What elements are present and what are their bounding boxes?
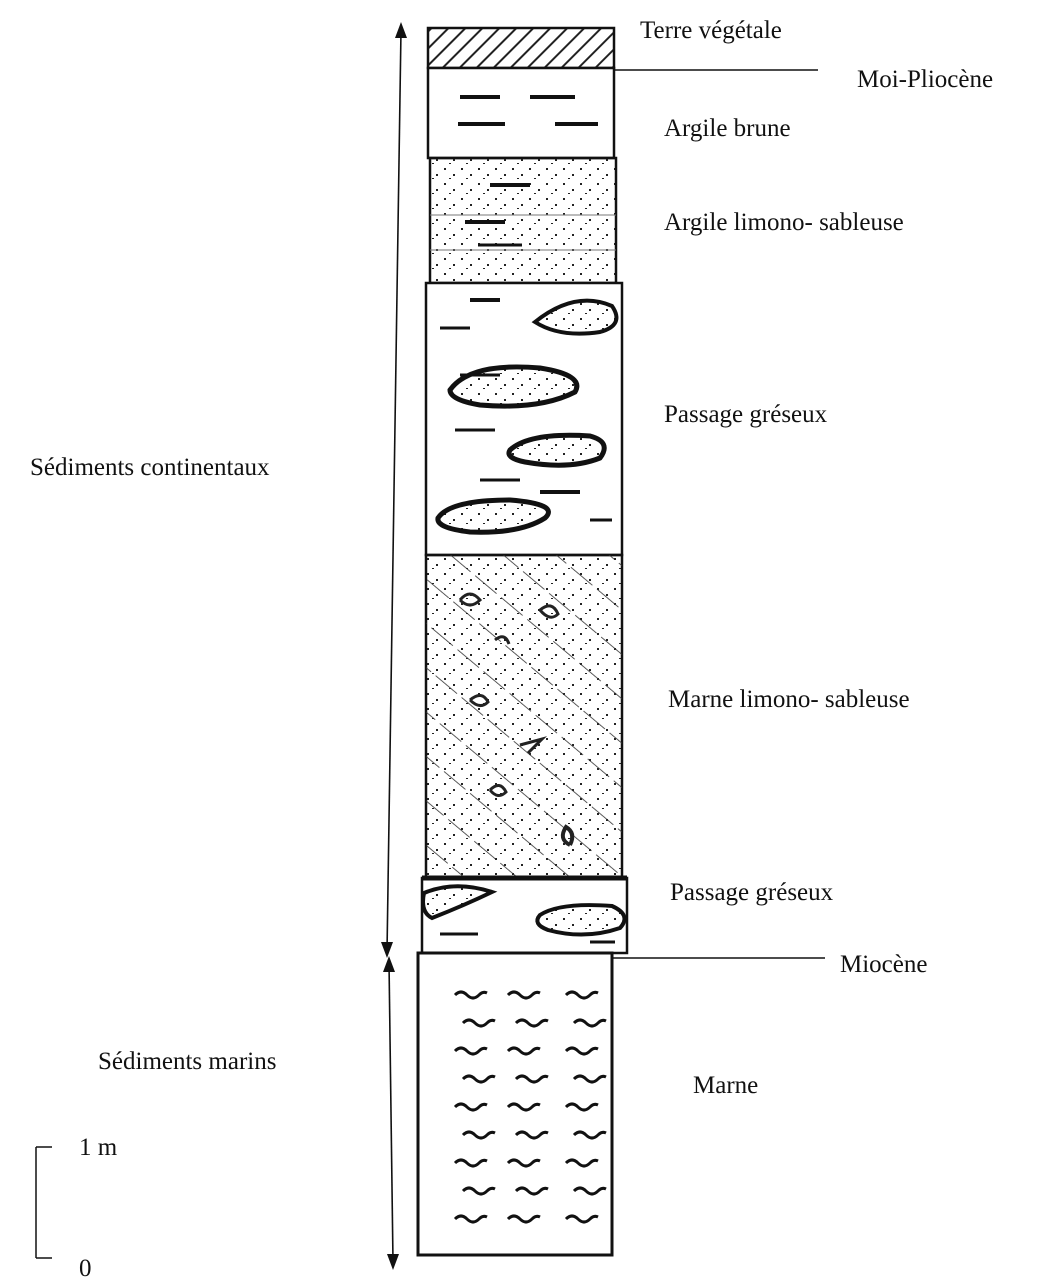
label-marne: Marne	[693, 1073, 758, 1098]
sandstone-lens	[537, 905, 624, 934]
layer-marne	[418, 953, 612, 1255]
label-sediments-continentaux: Sédiments continentaux	[30, 455, 270, 480]
label-passage-greseux-2: Passage gréseux	[670, 880, 833, 905]
scale-label-bottom: 0	[79, 1256, 92, 1281]
layer-argile-limono-sableuse	[430, 158, 616, 283]
marine-extent-arrow	[383, 956, 399, 1270]
sandstone-lens	[450, 367, 577, 406]
label-moi-pliocene: Moi-Pliocène	[857, 67, 993, 92]
label-passage-greseux-1: Passage gréseux	[664, 402, 827, 427]
scale-bar	[36, 1147, 52, 1258]
layer-passage-greseux-2	[422, 878, 627, 953]
label-terre-vegetale: Terre végétale	[640, 18, 782, 43]
layer-marne-limono-sableuse	[426, 555, 622, 880]
continental-extent-arrow	[381, 22, 407, 958]
scale-label-top: 1 m	[79, 1135, 117, 1160]
layer-argile-brune	[428, 68, 614, 158]
label-argile-brune: Argile brune	[664, 116, 791, 141]
layer-passage-greseux-1	[426, 283, 622, 555]
label-miocene: Miocène	[840, 952, 927, 977]
label-sediments-marins: Sédiments marins	[98, 1049, 276, 1074]
sandstone-lens	[509, 435, 604, 465]
layer-terre-vegetale	[428, 28, 614, 68]
label-marne-limono-sableuse: Marne limono- sableuse	[668, 687, 910, 712]
label-argile-limono-sableuse: Argile limono- sableuse	[664, 210, 904, 235]
